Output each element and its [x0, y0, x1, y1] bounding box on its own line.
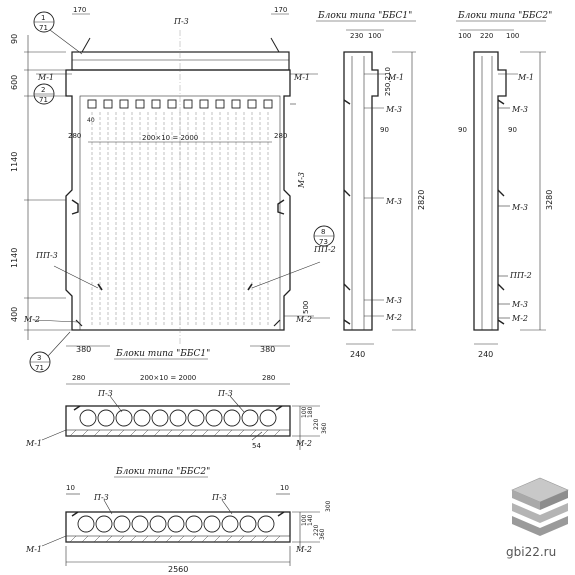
dim-90: 90 — [10, 34, 19, 44]
hole-row — [87, 99, 273, 109]
label-m3-bbs2-b: М-3 — [511, 203, 528, 212]
svg-text:71: 71 — [39, 96, 48, 104]
label-pp3: ПП-3 — [35, 251, 58, 260]
label-m1-bbs2: М-1 — [517, 73, 534, 82]
dim-1140-lower: 1140 — [10, 248, 19, 268]
label-m1-left: М-1 — [37, 73, 54, 82]
label-p3-plan2-right: П-3 — [211, 493, 227, 502]
label-m2-side: М-2 — [385, 313, 402, 322]
label-p3-plan1-right: П-3 — [217, 389, 233, 398]
dim-360-plan2: 360 — [319, 528, 326, 540]
dim-200x10-plan: 200×10 = 2000 — [140, 374, 196, 382]
dim-380-right: 380 — [260, 345, 275, 354]
dim-1140-upper: 1140 — [10, 152, 19, 172]
dim-300-plan2: 300 — [325, 500, 332, 512]
label-pp2-bbs2: ПП-2 — [509, 271, 532, 280]
dim-90-bbs2-right: 90 — [508, 126, 517, 134]
dim-10-plan2-left: 10 — [66, 484, 75, 492]
label-m3-bbs2-c: М-3 — [511, 300, 528, 309]
svg-text:73: 73 — [319, 238, 328, 246]
dim-180-plan1: 180 — [307, 406, 314, 418]
callout-8-73: 8 73 — [313, 225, 335, 247]
dim-600: 600 — [10, 75, 19, 90]
plan-bbs1: Блоки типа "ББС1" — [41, 349, 320, 450]
dim-360-plan1: 360 — [321, 422, 328, 434]
title-bbs2-plan: Блоки типа "ББС2" — [115, 467, 210, 477]
label-m2-plan2: М-2 — [295, 545, 312, 554]
watermark-text: gbi22.ru — [506, 545, 556, 559]
dim-400: 400 — [10, 307, 19, 322]
dim-220-plan1: 220 — [313, 418, 320, 430]
plan-bbs2: Блоки типа "ББС2" — [41, 467, 320, 566]
dim-280-right: 280 — [274, 132, 287, 140]
dim-100-plan1: 100 — [301, 406, 308, 418]
label-m3-bbs2-a: М-3 — [511, 105, 528, 114]
dim-3280: 3280 — [545, 190, 554, 210]
svg-text:2: 2 — [41, 86, 45, 94]
label-m2-right: М-2 — [295, 315, 312, 324]
dim-2820: 2820 — [417, 190, 426, 210]
label-m1-right: М-1 — [293, 73, 310, 82]
svg-text:71: 71 — [39, 24, 48, 32]
label-m1-plan1: М-1 — [25, 439, 42, 448]
dim-100-bbs2-left: 100 — [458, 32, 471, 40]
svg-text:1: 1 — [41, 14, 45, 22]
title-bbs1-plan: Блоки типа "ББС1" — [115, 349, 210, 359]
dim-100-side: 100 — [368, 32, 381, 40]
dim-40: 40 — [87, 117, 95, 124]
label-m3-front: М-3 — [297, 172, 306, 189]
callout-2-71: 2 71 — [33, 83, 55, 105]
label-m1-side: М-1 — [387, 73, 404, 82]
dim-280-left: 280 — [68, 132, 81, 140]
dim-220-plan2: 220 — [313, 524, 320, 536]
side-section-bbs2: Блоки типа "ББС2" — [456, 11, 552, 345]
dim-280-plan-right: 280 — [262, 374, 275, 382]
svg-text:8: 8 — [321, 228, 325, 236]
label-m2-plan1: М-2 — [295, 439, 312, 448]
dim-220-bbs2: 220 — [480, 32, 493, 40]
front-elevation — [24, 13, 330, 347]
svg-text:71: 71 — [35, 364, 44, 372]
dim-100-bbs2-right: 100 — [506, 32, 519, 40]
dim-230: 230 — [350, 32, 363, 40]
dim-250-210: 250,210 — [384, 67, 392, 96]
dim-200x10: 200×10 = 2000 — [142, 134, 198, 142]
watermark-logo-icon — [511, 477, 569, 536]
dim-170-left: 170 — [73, 6, 86, 14]
dim-380-left: 380 — [76, 345, 91, 354]
dim-100-plan2: 100 — [301, 514, 308, 526]
dim-2560: 2560 — [168, 565, 188, 574]
dim-500: 500 — [302, 301, 310, 314]
side-section-bbs1: Блоки типа "ББС1" — [316, 11, 416, 345]
callout-1-71: 1 71 — [33, 11, 83, 55]
label-m3-side-c: М-3 — [385, 296, 402, 305]
label-m3-side-a: М-3 — [385, 105, 402, 114]
dim-240-bbs2: 240 — [478, 350, 493, 359]
label-p3-top: П-3 — [173, 17, 189, 26]
dim-90-side: 90 — [380, 126, 389, 134]
callout-3-71: 3 71 — [29, 331, 71, 373]
dim-240-side: 240 — [350, 350, 365, 359]
title-bbs1-top: Блоки типа "ББС1" — [317, 11, 412, 21]
dim-90-bbs2-left: 90 — [458, 126, 467, 134]
dim-54: 54 — [252, 442, 261, 450]
dim-170-right: 170 — [274, 6, 287, 14]
dim-10-plan2-right: 10 — [280, 484, 289, 492]
label-pp2-front: ПП-2 — [313, 245, 336, 254]
title-bbs2-top: Блоки типа "ББС2" — [457, 11, 552, 21]
label-m2-bbs2: М-2 — [511, 314, 528, 323]
label-m2-left: М-2 — [23, 315, 40, 324]
svg-text:3: 3 — [37, 354, 41, 362]
dim-140-plan2: 140 — [307, 514, 314, 526]
label-p3-plan1-left: П-3 — [97, 389, 113, 398]
label-m1-plan2: М-1 — [25, 545, 42, 554]
label-m3-side-b: М-3 — [385, 197, 402, 206]
label-p3-plan2-left: П-3 — [93, 493, 109, 502]
dim-280-plan-left: 280 — [72, 374, 85, 382]
